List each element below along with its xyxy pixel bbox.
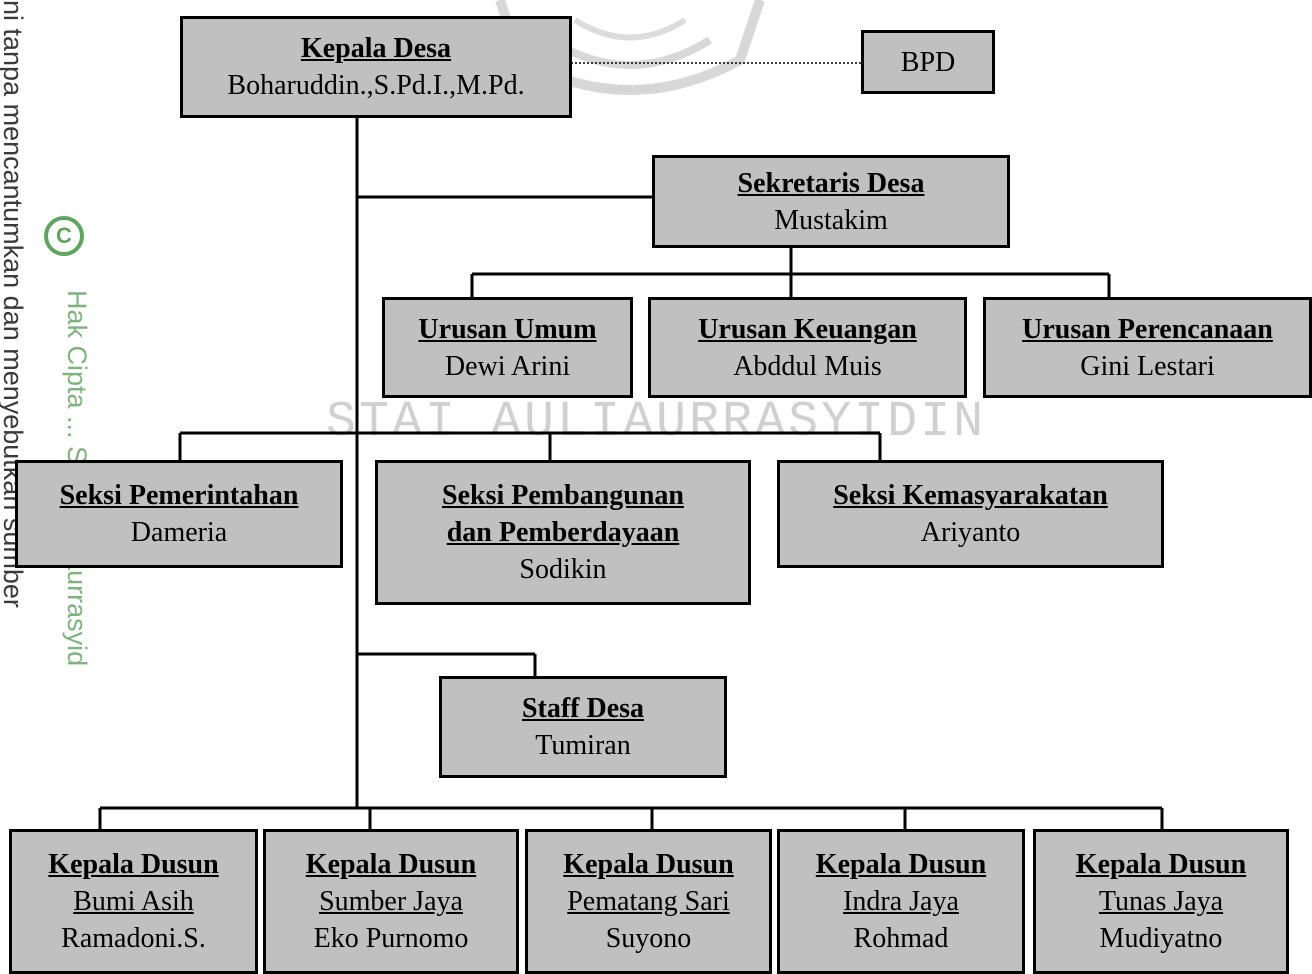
- node-dusun-tunas-jaya: Kepala Dusun Tunas Jaya Mudiyatno: [1033, 829, 1289, 974]
- node-bpd: BPD: [861, 30, 995, 94]
- node-title: Seksi Pemerintahan: [59, 480, 299, 511]
- node-urusan-perencanaan: Urusan Perencanaan Gini Lestari: [983, 297, 1312, 398]
- node-dusun-sumber-jaya: Kepala Dusun Sumber Jaya Eko Purnomo: [263, 829, 519, 974]
- node-person: Suyono: [605, 923, 692, 954]
- watermark-center-text: STAI AULIAURRASYIDIN: [326, 394, 987, 451]
- node-title: Sekretaris Desa: [737, 167, 925, 199]
- watermark-logo-text: TEMBILAHAN: [601, 84, 659, 94]
- node-kepala-desa: Kepala Desa Boharuddin.,S.Pd.I.,M.Pd.: [180, 16, 572, 118]
- node-title: Kepala Dusun: [815, 849, 987, 880]
- node-person: Rohmad: [853, 923, 949, 954]
- node-title: Kepala Dusun: [48, 849, 219, 880]
- node-title: Staff Desa: [521, 693, 645, 724]
- node-seksi-pemerintahan: Seksi Pemerintahan Dameria: [15, 460, 343, 568]
- node-title-line2: dan Pemberdayaan: [446, 517, 680, 548]
- node-area: Sumber Jaya: [319, 886, 463, 917]
- node-person: Gini Lestari: [1080, 350, 1215, 382]
- node-urusan-umum: Urusan Umum Dewi Arini: [382, 297, 633, 398]
- node-title: Kepala Dusun: [305, 849, 477, 880]
- node-urusan-keuangan: Urusan Keuangan Abddul Muis: [648, 297, 967, 398]
- node-person: Abddul Muis: [733, 350, 882, 382]
- node-title: Urusan Perencanaan: [1022, 313, 1273, 345]
- copyright-icon: C: [44, 216, 84, 256]
- node-title: Urusan Umum: [418, 313, 597, 345]
- node-dusun-pematang-sari: Kepala Dusun Pematang Sari Suyono: [525, 829, 772, 974]
- node-dusun-bumi-asih: Kepala Dusun Bumi Asih Ramadoni.S.: [9, 829, 258, 974]
- node-person: Mudiyatno: [1099, 923, 1223, 954]
- node-sekretaris-desa: Sekretaris Desa Mustakim: [652, 155, 1010, 248]
- node-title: Urusan Keuangan: [698, 313, 917, 345]
- node-dusun-indra-jaya: Kepala Dusun Indra Jaya Rohmad: [777, 829, 1025, 974]
- node-label: BPD: [900, 46, 956, 78]
- node-area: Tunas Jaya: [1098, 886, 1224, 917]
- node-area: Indra Jaya: [843, 886, 959, 917]
- node-person: Sodikin: [519, 554, 607, 585]
- node-title: Kepala Desa: [300, 33, 452, 64]
- node-person: Ariyanto: [920, 517, 1021, 548]
- node-staff-desa: Staff Desa Tumiran: [439, 676, 727, 778]
- node-person: Boharuddin.,S.Pd.I.,M.Pd.: [227, 70, 525, 101]
- node-area: Bumi Asih: [73, 886, 194, 917]
- node-title: Seksi Kemasyarakatan: [833, 480, 1108, 511]
- node-person: Dameria: [130, 517, 228, 548]
- node-seksi-kemasyarakatan: Seksi Kemasyarakatan Ariyanto: [777, 460, 1164, 568]
- node-person: Eko Purnomo: [313, 923, 469, 954]
- node-person: Ramadoni.S.: [61, 923, 206, 954]
- node-person: Dewi Arini: [444, 350, 571, 382]
- node-person: Tumiran: [535, 730, 631, 761]
- node-person: Mustakim: [774, 204, 888, 236]
- node-area: Pematang Sari: [567, 886, 730, 917]
- node-seksi-pembangunan: Seksi Pembangunan dan Pemberdayaan Sodik…: [375, 460, 751, 605]
- node-title: Kepala Dusun: [563, 849, 734, 880]
- node-title: Kepala Dusun: [1075, 849, 1247, 880]
- node-title-line1: Seksi Pembangunan: [442, 480, 684, 511]
